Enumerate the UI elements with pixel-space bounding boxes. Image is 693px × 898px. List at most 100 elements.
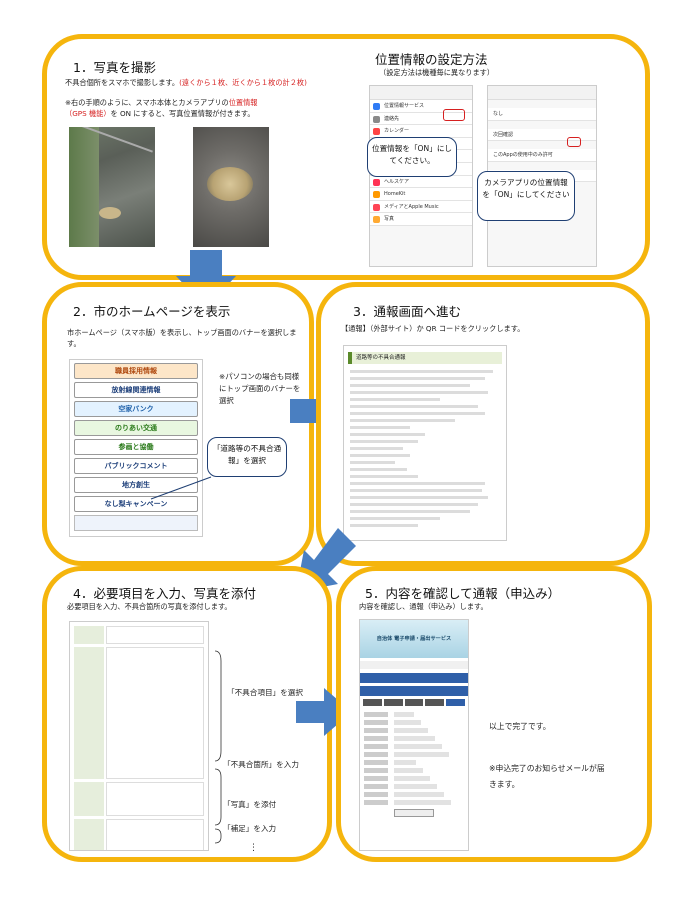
setting-icon: [373, 103, 380, 110]
form-row: [74, 819, 204, 850]
step2-note: ※パソコンの場合も同様にトップ画面のバナーを選択: [219, 372, 301, 405]
text-line: [350, 461, 395, 464]
step5-panel: 5．内容を確認して通報（申込み） 内容を確認し、通報（申込み）します。 自治体 …: [336, 566, 652, 862]
text-line: [350, 496, 488, 499]
text-line: [350, 419, 455, 422]
camera-location-row[interactable]: このAppの使用中のみ許可: [488, 149, 596, 162]
homepage-banner[interactable]: 職員採用情報: [74, 363, 198, 379]
text-line: [350, 405, 478, 408]
homepage-banner[interactable]: 地方創生: [74, 477, 198, 493]
text-line: [350, 468, 407, 471]
settings-row-label: 写真: [384, 216, 395, 223]
settings-row-label: ヘルスケア: [384, 178, 410, 185]
homepage-banner[interactable]: パブリックコメント: [74, 458, 198, 474]
camera-callout: カメラアプリの位置情報を「ON」にしてください: [477, 171, 575, 221]
report-page-text: [344, 370, 506, 527]
text-line: [350, 454, 410, 457]
setting-icon: [373, 128, 380, 136]
setting-icon: [373, 203, 380, 211]
step1-title: 1．写真を撮影: [73, 60, 156, 75]
confirm-row: [364, 736, 464, 741]
more-indicator: ⋮: [249, 843, 258, 853]
homepage-banner[interactable]: 放射線関連情報: [74, 382, 198, 398]
confirm-row: [364, 784, 464, 789]
confirm-row: [364, 728, 464, 733]
text-line: [350, 370, 493, 373]
setting-icon: [373, 115, 380, 123]
text-line: [350, 398, 440, 401]
confirm-content: [360, 712, 468, 805]
settings-row[interactable]: HomeKit: [370, 188, 472, 201]
label-photo: 「写真」を添付: [223, 800, 277, 809]
form-input-cell[interactable]: [106, 626, 204, 644]
settings-row[interactable]: 連絡先: [370, 112, 472, 126]
near-road-photo: [193, 127, 269, 247]
submit-button-visual: [394, 809, 434, 817]
confirm-row: [364, 720, 464, 725]
text-line: [350, 412, 485, 415]
step1-line2: ※右の手順のように、スマホ本体とカメラアプリの位置情報: [65, 98, 258, 107]
step2-panel: 2．市のホームページを表示 市ホームページ（スマホ版）を表示し、トップ画面のバナ…: [42, 282, 314, 566]
settings-row[interactable]: 写真: [370, 213, 472, 226]
text-line: [350, 377, 485, 380]
form-label-cell: [74, 782, 104, 816]
settings-row-label: 位置情報サービス: [384, 103, 425, 109]
confirm-row: [364, 800, 464, 805]
confirm-row: [364, 760, 464, 765]
step1-line1: 不具合個所をスマホで撮影します。(遠くから１枚、近くから１枚の計２枚): [65, 78, 307, 87]
step4-panel: 4．必要項目を入力、写真を添付 必要項目を入力、不具合箇所の写真を添付します。 …: [42, 566, 332, 862]
form-input-cell[interactable]: [106, 782, 204, 816]
step3-panel: 3．通報画面へ進む 【通報】（外部サイト）か QR コードをクリックします。 道…: [316, 282, 650, 566]
setting-icon: [373, 216, 380, 224]
form-row: [74, 647, 204, 779]
settings-row-label: メディアとApple Music: [384, 203, 439, 210]
banner-list: 職員採用情報放射線関連情報空家バンクのりあい交通参画と協働パブリックコメント地方…: [70, 363, 202, 512]
confirm-row: [364, 792, 464, 797]
settings-row[interactable]: ヘルスケア: [370, 175, 472, 189]
text-line: [350, 482, 485, 485]
step2-desc: 市ホームページ（スマホ版）を表示し、トップ画面のバナーを選択します。: [67, 328, 297, 348]
step2-pointer: [150, 476, 212, 500]
form-screenshot: [69, 621, 209, 851]
camera-location-row[interactable]: なし: [488, 108, 596, 121]
text-line: [350, 524, 418, 527]
text-line: [350, 426, 410, 429]
step4-title: 4．必要項目を入力、写真を添付: [73, 586, 256, 601]
confirm-row: [364, 712, 464, 717]
form-label-cell: [74, 626, 104, 644]
confirm-row: [364, 752, 464, 757]
homepage-banner[interactable]: のりあい交通: [74, 420, 198, 436]
step2-callout: 「道路等の不具合通報」を選択: [207, 437, 287, 477]
form-input-cell[interactable]: [106, 647, 204, 779]
far-road-photo: [69, 127, 155, 247]
settings-row[interactable]: メディアとApple Music: [370, 200, 472, 214]
settings-row-label: カレンダー: [384, 128, 410, 135]
form-input-cell[interactable]: [106, 819, 204, 850]
form-brackets: [214, 650, 222, 844]
step1-line3: （GPS 機能）を ON にすると、写真位置情報が付きます。: [65, 109, 255, 118]
text-line: [350, 510, 470, 513]
setting-icon: [373, 191, 380, 199]
label-supplement: 「補足」を入力: [223, 824, 277, 833]
report-page-heading: 道路等の不具合通報: [348, 352, 502, 364]
settings-row[interactable]: カレンダー: [370, 125, 472, 138]
homepage-banner[interactable]: 空家バンク: [74, 401, 198, 417]
text-line: [350, 517, 440, 520]
label-defect-location: 「不具合箇所」を入力: [223, 760, 299, 769]
homepage-banner[interactable]: 参画と協働: [74, 439, 198, 455]
setting-icon: [373, 178, 380, 186]
completion-note: ※申込完了のお知らせメールが届きます。: [489, 764, 605, 789]
label-defect-item: 「不具合項目」を選択: [227, 688, 303, 697]
location-subtitle: （設定方法は機種毎に異なります）: [379, 68, 495, 77]
camera-toggle-highlight: [567, 137, 581, 147]
text-line: [350, 475, 418, 478]
confirm-screenshot: 自治体 電子申請・届出サービス: [359, 619, 469, 851]
form-row: [74, 626, 204, 644]
text-line: [350, 433, 425, 436]
text-line: [350, 503, 478, 506]
form-label-cell: [74, 819, 104, 850]
homepage-banner[interactable]: なし梨キャンペーン: [74, 496, 198, 512]
service-header: 自治体 電子申請・届出サービス: [360, 620, 468, 658]
step3-desc: 【通報】（外部サイト）か QR コードをクリックします。: [341, 324, 525, 333]
location-title: 位置情報の設定方法: [375, 52, 488, 67]
